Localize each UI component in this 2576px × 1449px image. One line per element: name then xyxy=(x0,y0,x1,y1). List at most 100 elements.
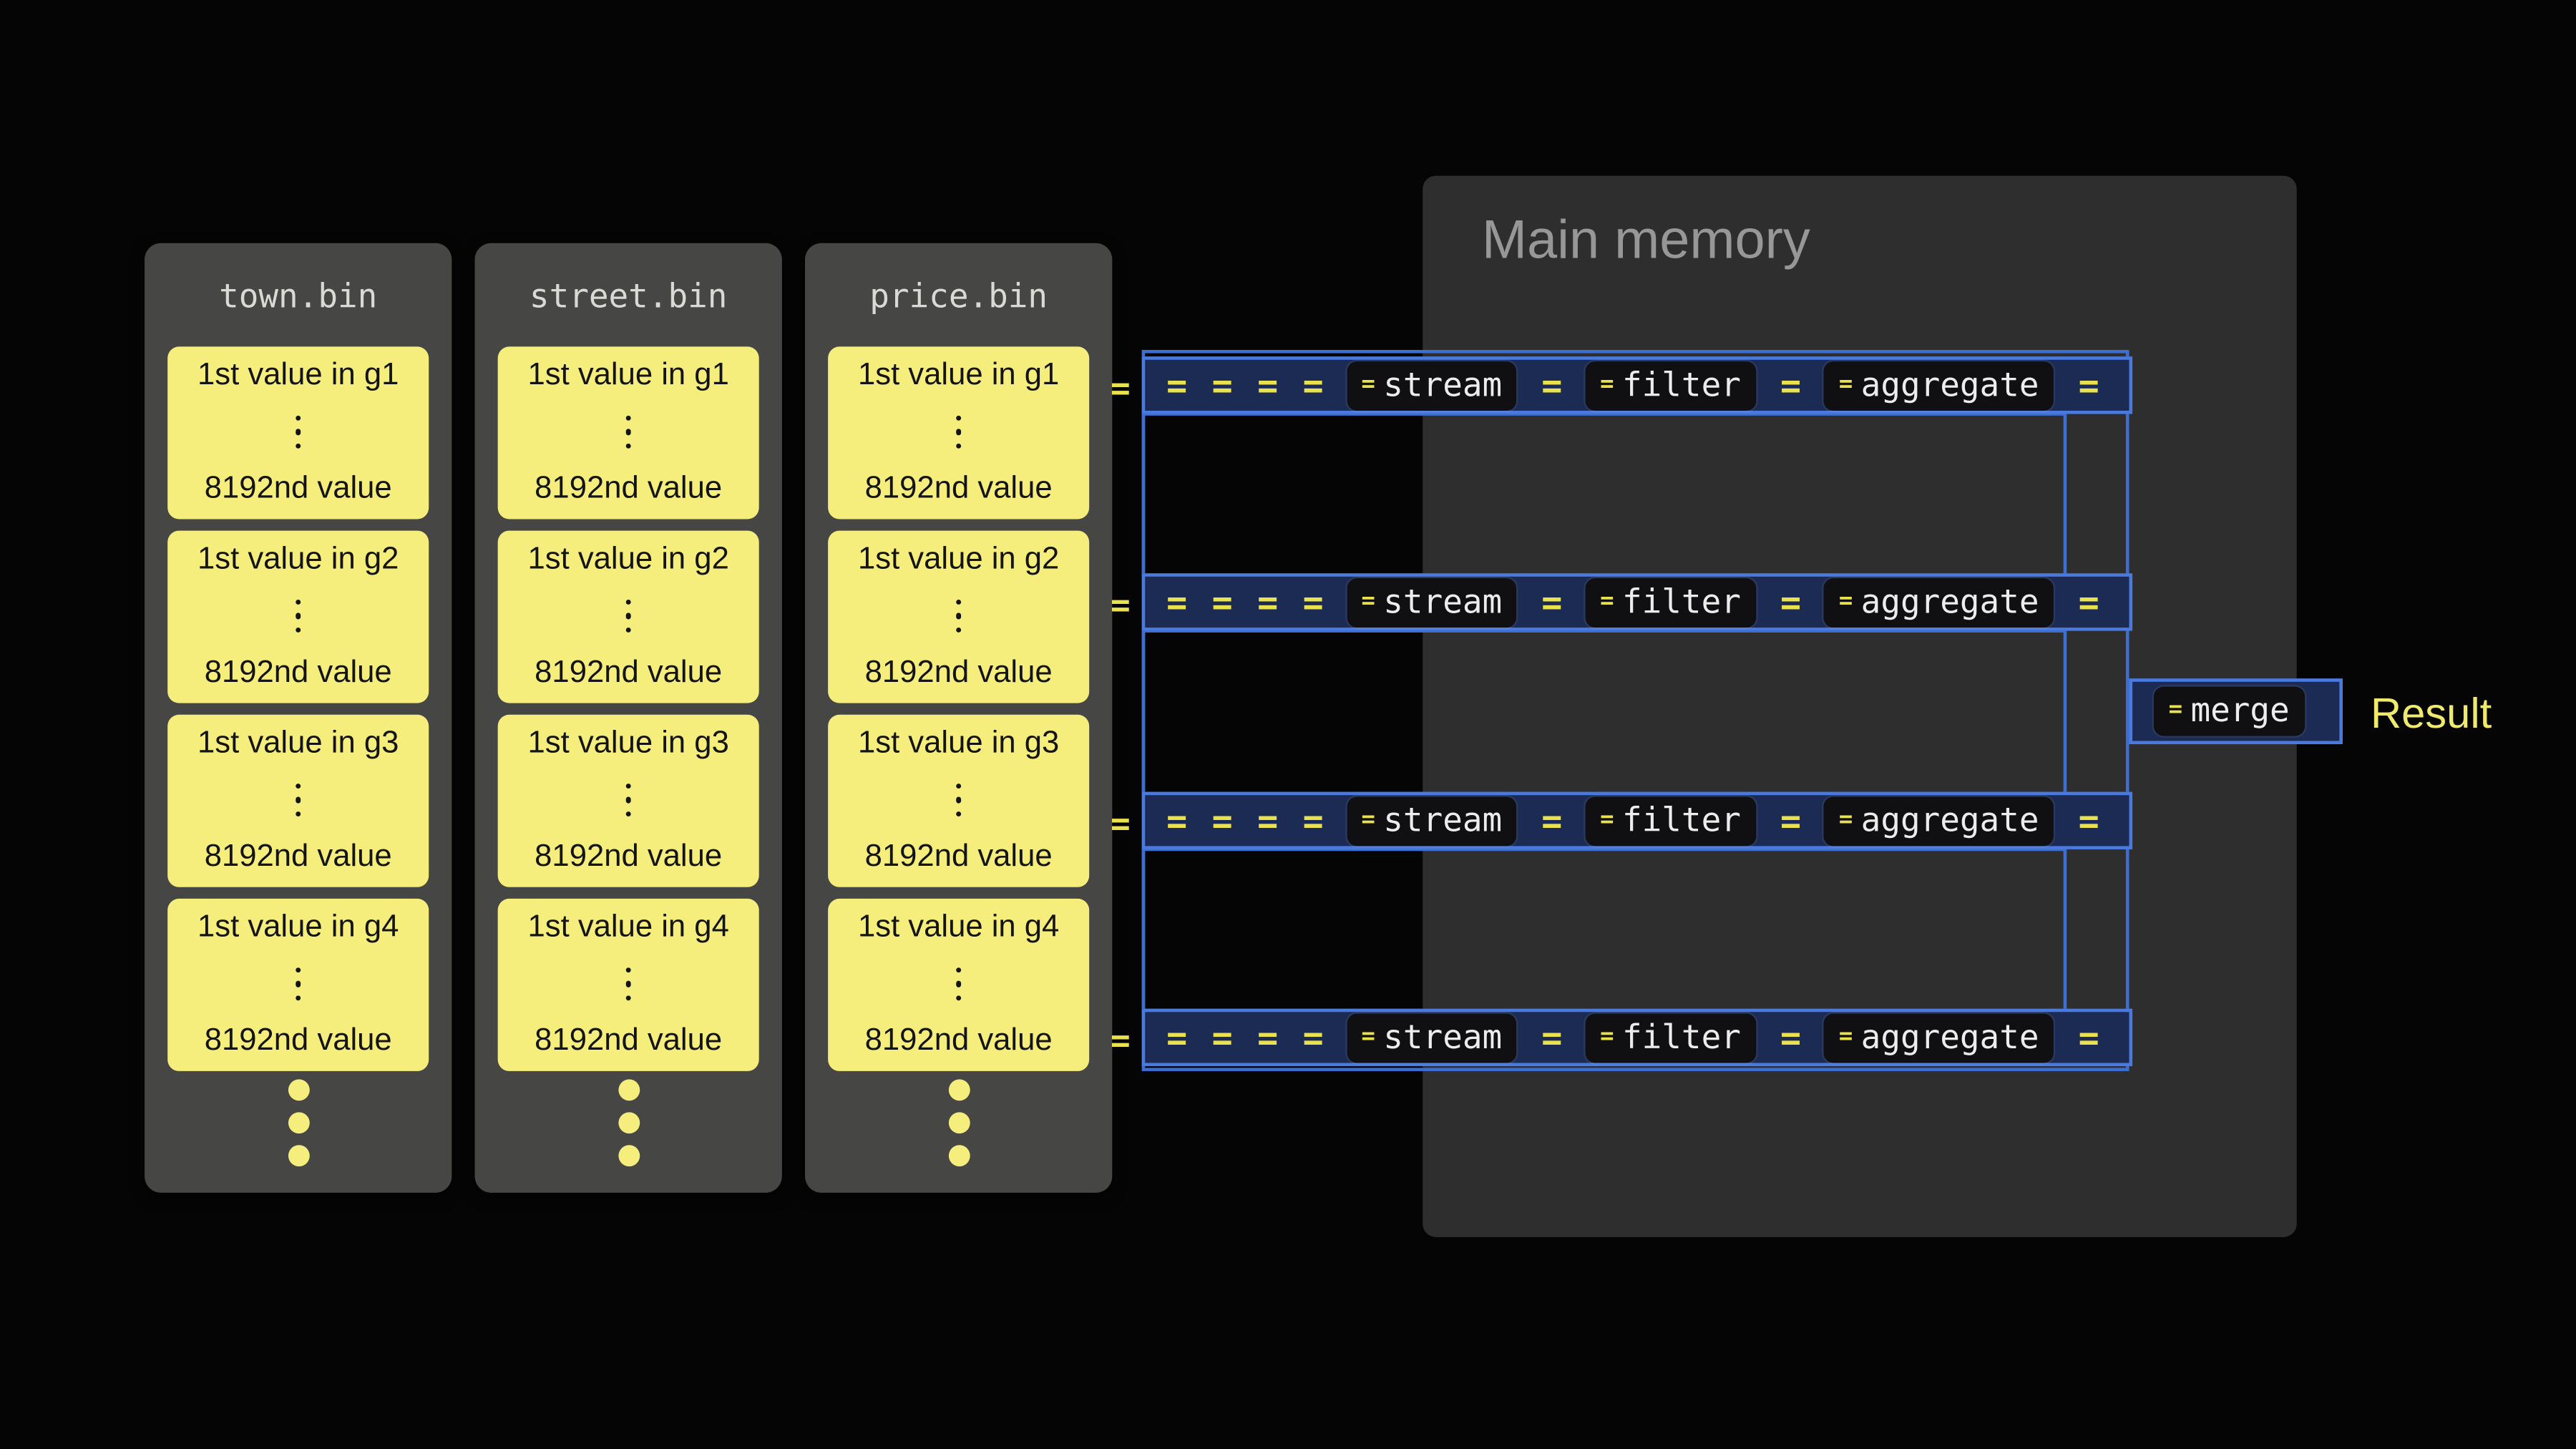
value-first: 1st value in g1 xyxy=(197,358,399,393)
equals-icon: = xyxy=(1257,582,1278,622)
value-block-g1: 1st value in g1 8192nd value xyxy=(828,346,1090,519)
main-memory-title: Main memory xyxy=(1481,208,1810,270)
file-panel-street: street.bin 1st value in g1 8192nd value … xyxy=(474,243,782,1193)
aggregate-op-box: = aggregate xyxy=(1824,577,2054,627)
equals-icon: = xyxy=(1780,1018,1801,1058)
equals-icon: = xyxy=(1166,801,1187,841)
ellipsis-dots-icon xyxy=(955,599,962,633)
more-groups-dots-icon xyxy=(618,1079,640,1167)
op-label: merge xyxy=(2190,690,2290,730)
equals-icon: = xyxy=(1600,370,1614,397)
value-block-g3: 1st value in g3 8192nd value xyxy=(167,714,429,887)
equals-icon: = xyxy=(1211,582,1233,622)
chunk-frame-3 xyxy=(1141,847,2067,1013)
value-last: 8192nd value xyxy=(204,655,392,691)
equals-icon: = xyxy=(1111,368,1131,404)
value-block-g4: 1st value in g4 8192nd value xyxy=(828,898,1090,1071)
value-first: 1st value in g4 xyxy=(527,909,729,945)
value-last: 8192nd value xyxy=(535,471,723,507)
equals-icon: = xyxy=(1111,1020,1131,1057)
merge-band: = merge xyxy=(2129,678,2343,745)
value-first: 1st value in g3 xyxy=(857,726,1060,761)
equals-icon: = xyxy=(1361,370,1375,397)
value-last: 8192nd value xyxy=(535,839,723,874)
value-block-g3: 1st value in g3 8192nd value xyxy=(828,714,1090,887)
equals-icon: = xyxy=(1838,806,1853,832)
stream-band-1: = = = = = stream = = filter = = aggregat… xyxy=(1141,356,2133,414)
value-last: 8192nd value xyxy=(864,839,1053,874)
equals-icon: = xyxy=(2078,365,2099,405)
equals-icon: = xyxy=(1541,801,1562,841)
value-block-g3: 1st value in g3 8192nd value xyxy=(497,714,759,887)
op-label: stream xyxy=(1383,580,1503,620)
ellipsis-dots-icon xyxy=(625,967,632,1001)
value-last: 8192nd value xyxy=(864,471,1053,507)
op-label: aggregate xyxy=(1860,364,2039,404)
value-first: 1st value in g3 xyxy=(527,726,729,761)
equals-icon: = xyxy=(1780,801,1801,841)
equals-icon: = xyxy=(1361,806,1375,832)
equals-icon: = xyxy=(2168,696,2182,723)
aggregate-op-box: = aggregate xyxy=(1824,1013,2054,1063)
equals-icon: = xyxy=(2078,801,2099,841)
equals-icon: = xyxy=(1302,365,1324,405)
equals-icon: = xyxy=(1211,801,1233,841)
value-block-g1: 1st value in g1 8192nd value xyxy=(167,346,429,519)
value-last: 8192nd value xyxy=(204,1023,392,1058)
value-first: 1st value in g2 xyxy=(527,542,729,577)
stream-band-3: = = = = = stream = = filter = = aggregat… xyxy=(1141,791,2133,849)
more-groups-dots-icon xyxy=(287,1079,309,1167)
equals-icon: = xyxy=(1541,1018,1562,1058)
value-block-g2: 1st value in g2 8192nd value xyxy=(497,530,759,703)
ellipsis-dots-icon xyxy=(625,415,632,449)
ellipsis-dots-icon xyxy=(295,783,301,817)
chunk-frame-2 xyxy=(1141,629,2067,796)
value-block-g4: 1st value in g4 8192nd value xyxy=(497,898,759,1071)
value-first: 1st value in g3 xyxy=(197,726,399,761)
stream-op-box: = stream xyxy=(1346,360,1517,410)
ellipsis-dots-icon xyxy=(625,599,632,633)
equals-icon: = xyxy=(1541,365,1562,405)
value-block-g2: 1st value in g2 8192nd value xyxy=(167,530,429,703)
value-first: 1st value in g4 xyxy=(197,909,399,945)
stream-op-box: = stream xyxy=(1346,577,1517,627)
filter-op-box: = filter xyxy=(1585,1013,1756,1063)
equals-icon: = xyxy=(1780,365,1801,405)
ellipsis-dots-icon xyxy=(295,415,301,449)
value-first: 1st value in g1 xyxy=(527,358,729,393)
ellipsis-dots-icon xyxy=(955,783,962,817)
equals-icon: = xyxy=(1541,582,1562,622)
filter-op-box: = filter xyxy=(1585,577,1756,627)
filter-op-box: = filter xyxy=(1585,796,1756,846)
equals-icon: = xyxy=(1302,801,1324,841)
file-panel-town: town.bin 1st value in g1 8192nd value 1s… xyxy=(145,243,452,1193)
value-block-g2: 1st value in g2 8192nd value xyxy=(828,530,1090,703)
equals-icon: = xyxy=(1166,1018,1187,1058)
equals-icon: = xyxy=(1166,582,1187,622)
ellipsis-dots-icon xyxy=(955,967,962,1001)
op-label: aggregate xyxy=(1860,580,2039,620)
merge-op-box: = merge xyxy=(2153,686,2305,736)
equals-icon: = xyxy=(1838,1023,1853,1049)
equals-icon: = xyxy=(1111,585,1131,621)
file-title: street.bin xyxy=(529,275,728,316)
equals-icon: = xyxy=(1257,1018,1278,1058)
value-last: 8192nd value xyxy=(204,839,392,874)
value-first: 1st value in g4 xyxy=(857,909,1060,945)
equals-icon: = xyxy=(1600,1023,1614,1049)
value-last: 8192nd value xyxy=(204,471,392,507)
equals-icon: = xyxy=(1361,1023,1375,1049)
equals-icon: = xyxy=(1600,806,1614,832)
value-blocks: 1st value in g1 8192nd value 1st value i… xyxy=(828,346,1090,1071)
chunk-frame-1 xyxy=(1141,412,2067,577)
op-label: aggregate xyxy=(1860,799,2039,839)
equals-icon: = xyxy=(1257,801,1278,841)
equals-icon: = xyxy=(1302,582,1324,622)
equals-icon: = xyxy=(1211,1018,1233,1058)
equals-icon: = xyxy=(1166,365,1187,405)
value-blocks: 1st value in g1 8192nd value 1st value i… xyxy=(497,346,759,1071)
op-label: filter xyxy=(1621,364,1741,404)
op-label: filter xyxy=(1621,580,1741,620)
value-block-g1: 1st value in g1 8192nd value xyxy=(497,346,759,519)
